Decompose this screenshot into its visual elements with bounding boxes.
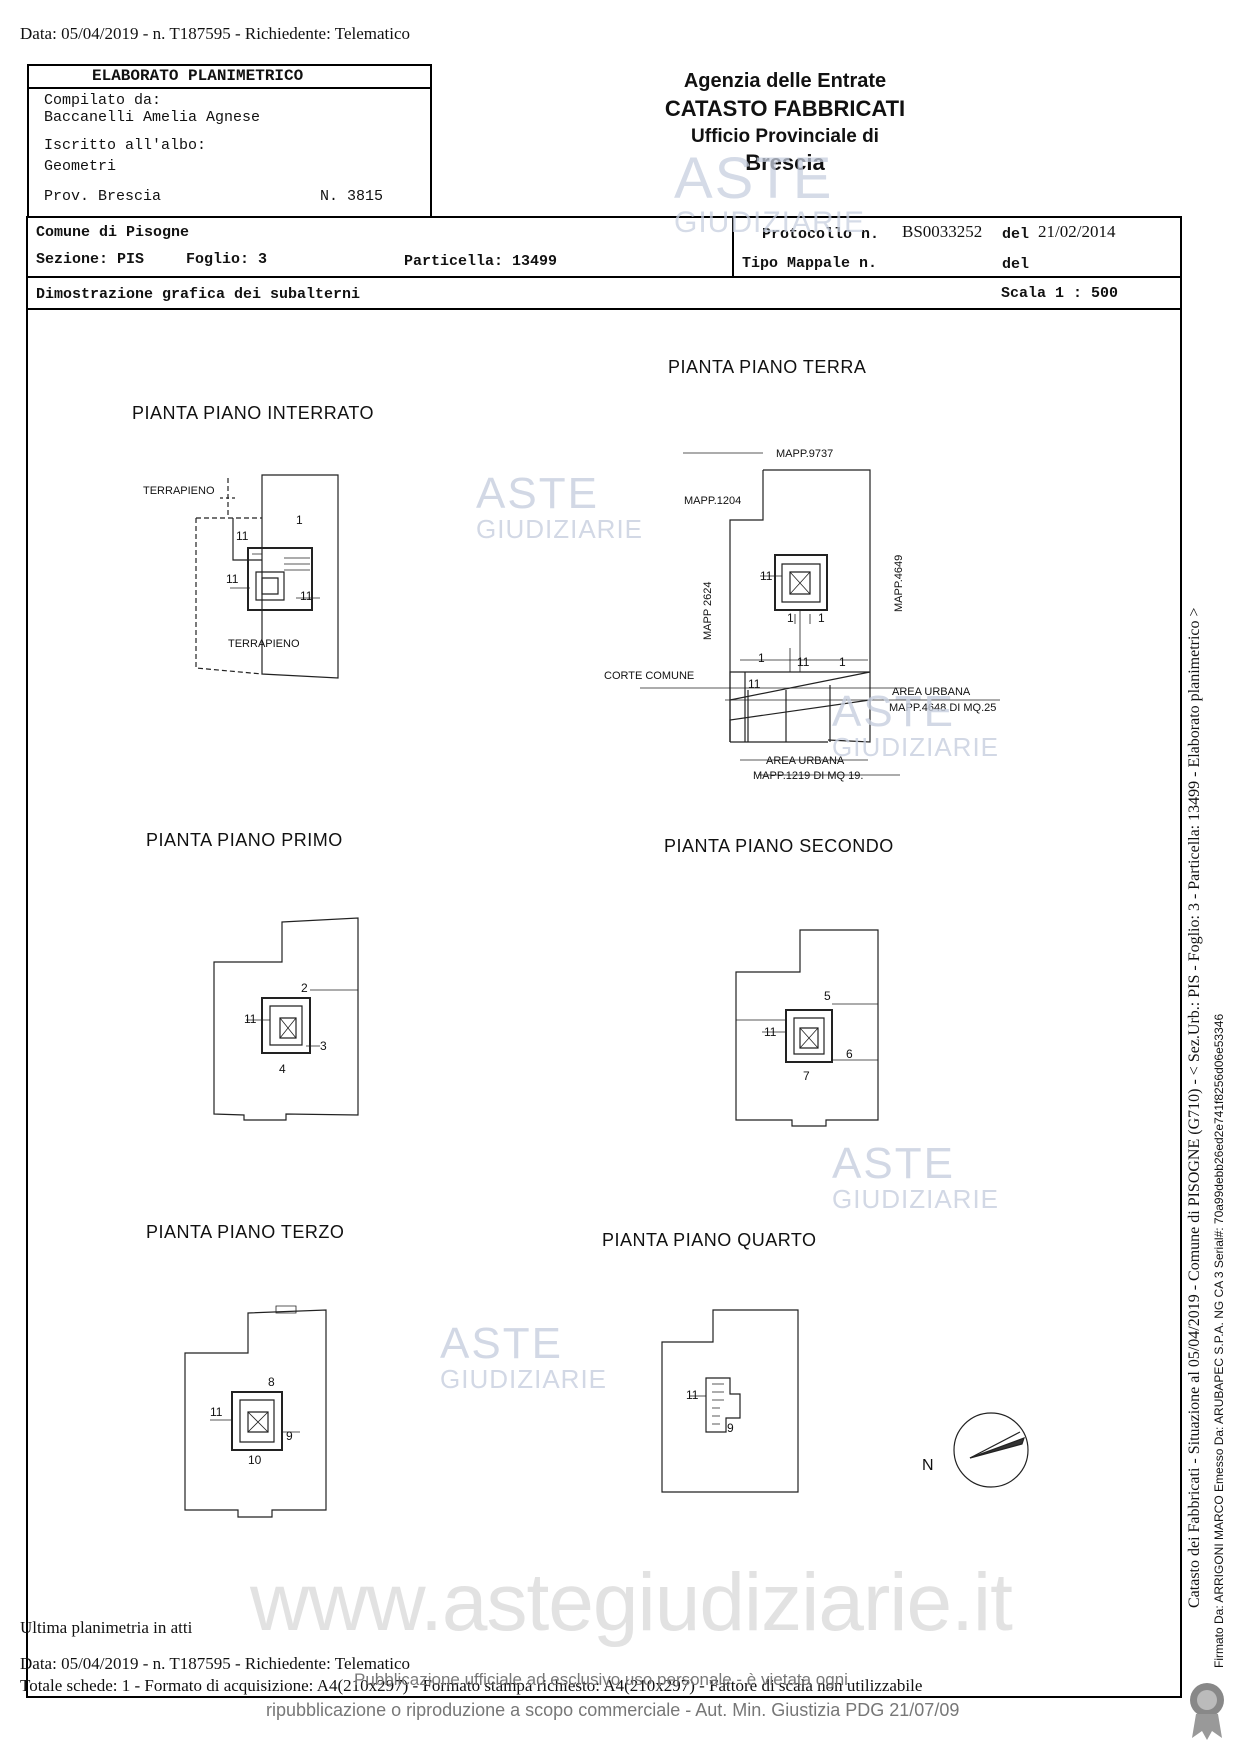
website-watermark: www.astegiudiziarie.it — [250, 1557, 1013, 1648]
elaborato-title: ELABORATO PLANIMETRICO — [92, 67, 304, 85]
svg-text:7: 7 — [803, 1069, 810, 1083]
footer-ripubblicazione: ripubblicazione o riproduzione a scopo c… — [266, 1700, 960, 1720]
compilato-name: Baccanelli Amelia Agnese — [44, 109, 261, 126]
agency-line1: Agenzia delle Entrate — [683, 70, 887, 92]
label-mapp-1204: MAPP.1204 — [684, 495, 741, 507]
svg-text:11: 11 — [226, 572, 239, 586]
dimostrazione: Dimostrazione grafica dei subalterni — [36, 286, 361, 303]
agency-line4: Brescia — [745, 150, 825, 175]
sezione: Sezione: PIS — [36, 251, 145, 268]
svg-text:11: 11 — [210, 1405, 223, 1419]
plan-interrato — [195, 474, 339, 679]
side-text-signature: Firmato Da: ARRIGONI MARCO Emesso Da: AR… — [1212, 1013, 1226, 1668]
label-terrapieno-bottom: TERRAPIENO — [228, 638, 300, 650]
svg-text:9: 9 — [727, 1421, 734, 1435]
footer-ultima: Ultima planimetria in atti — [20, 1618, 193, 1637]
svg-text:11: 11 — [797, 655, 810, 669]
plan-secondo — [735, 929, 879, 1127]
svg-text:3: 3 — [320, 1039, 327, 1053]
title-piano-primo: PIANTA PIANO PRIMO — [146, 830, 343, 850]
foglio: Foglio: 3 — [186, 251, 268, 268]
numero: N. 3815 — [320, 188, 384, 205]
label-north: N — [922, 1457, 934, 1474]
svg-text:11: 11 — [236, 529, 249, 543]
drawing-frame — [26, 216, 1182, 1698]
compilato-label: Compilato da: — [44, 92, 162, 109]
title-piano-terzo: PIANTA PIANO TERZO — [146, 1222, 345, 1242]
svg-text:11: 11 — [244, 1012, 257, 1026]
svg-text:2: 2 — [301, 981, 308, 995]
protocollo-value: BS0033252 — [902, 222, 983, 241]
svg-text:11: 11 — [760, 569, 773, 583]
svg-text:6: 6 — [846, 1047, 853, 1061]
del-value: 21/02/2014 — [1038, 222, 1116, 241]
label-mapp-4649: MAPP.4649 — [893, 555, 905, 612]
protocollo-label: Protocollo n. — [762, 226, 880, 243]
svg-text:5: 5 — [824, 989, 831, 1003]
del2-label: del — [1002, 256, 1030, 273]
plan-terra — [640, 452, 1000, 776]
agency-line2: CATASTO FABBRICATI — [664, 96, 906, 121]
title-piano-secondo: PIANTA PIANO SECONDO — [664, 836, 894, 856]
agency-line3: Ufficio Provinciale di — [691, 126, 879, 147]
footer-data: Data: 05/04/2019 - n. T187595 - Richiede… — [20, 1654, 411, 1673]
elaborato-box — [27, 64, 432, 218]
footer-pubblicazione: Pubblicazione ufficiale ad esclusivo uso… — [354, 1670, 848, 1689]
iscritto-label: Iscritto all'albo: — [44, 137, 207, 154]
tipo-mappale-label: Tipo Mappale n. — [742, 255, 878, 272]
top-header: Data: 05/04/2019 - n. T187595 - Richiede… — [20, 24, 411, 43]
svg-text:10: 10 — [248, 1453, 262, 1467]
iscritto-value: Geometri — [44, 158, 117, 175]
label-mapp-4648: MAPP.4648 DI MQ.25 — [889, 702, 996, 714]
plan-primo — [213, 917, 359, 1121]
svg-text:11: 11 — [764, 1025, 777, 1039]
svg-text:1: 1 — [758, 651, 765, 665]
side-text-main: Catasto dei Fabbricati - Situazione al 0… — [1186, 607, 1203, 1608]
title-piano-terra: PIANTA PIANO TERRA — [668, 357, 867, 377]
svg-text:1: 1 — [839, 655, 846, 669]
svg-text:1: 1 — [787, 611, 794, 625]
plan-terzo — [184, 1305, 327, 1518]
svg-text:1: 1 — [818, 611, 825, 625]
scala: Scala 1 : 500 — [1001, 285, 1119, 302]
label-mapp-9737: MAPP.9737 — [776, 448, 833, 460]
title-piano-quarto: PIANTA PIANO QUARTO — [602, 1230, 817, 1250]
svg-text:11: 11 — [748, 677, 761, 691]
svg-text:8: 8 — [268, 1375, 275, 1389]
label-corte-comune: CORTE COMUNE — [604, 670, 694, 682]
comune: Comune di Pisogne — [36, 224, 190, 241]
footer-totale: Totale schede: 1 - Formato di acquisizio… — [20, 1676, 923, 1695]
prov-label: Prov. Brescia — [44, 188, 162, 205]
svg-text:11: 11 — [686, 1388, 699, 1402]
label-area-urbana-1: AREA URBANA — [892, 686, 971, 698]
label-mapp-2624: MAPP 2624 — [702, 581, 714, 640]
svg-text:1: 1 — [296, 513, 303, 527]
agency-header: Agenzia delle Entrate CATASTO FABBRICATI… — [580, 70, 990, 176]
title-piano-interrato: PIANTA PIANO INTERRATO — [132, 403, 375, 423]
svg-text:11: 11 — [300, 589, 313, 603]
particella: Particella: 13499 — [404, 253, 558, 270]
del-label: del — [1002, 226, 1030, 243]
label-area-urbana-2: AREA URBANA — [766, 755, 845, 767]
svg-text:4: 4 — [279, 1062, 286, 1076]
label-terrapieno-top: TERRAPIENO — [143, 485, 215, 497]
plan-quarto — [661, 1309, 799, 1493]
seal-icon — [1190, 1683, 1224, 1740]
svg-text:9: 9 — [286, 1429, 293, 1443]
label-mapp-1219: MAPP.1219 DI MQ 19. — [753, 770, 863, 782]
north-arrow-icon — [953, 1412, 1029, 1488]
